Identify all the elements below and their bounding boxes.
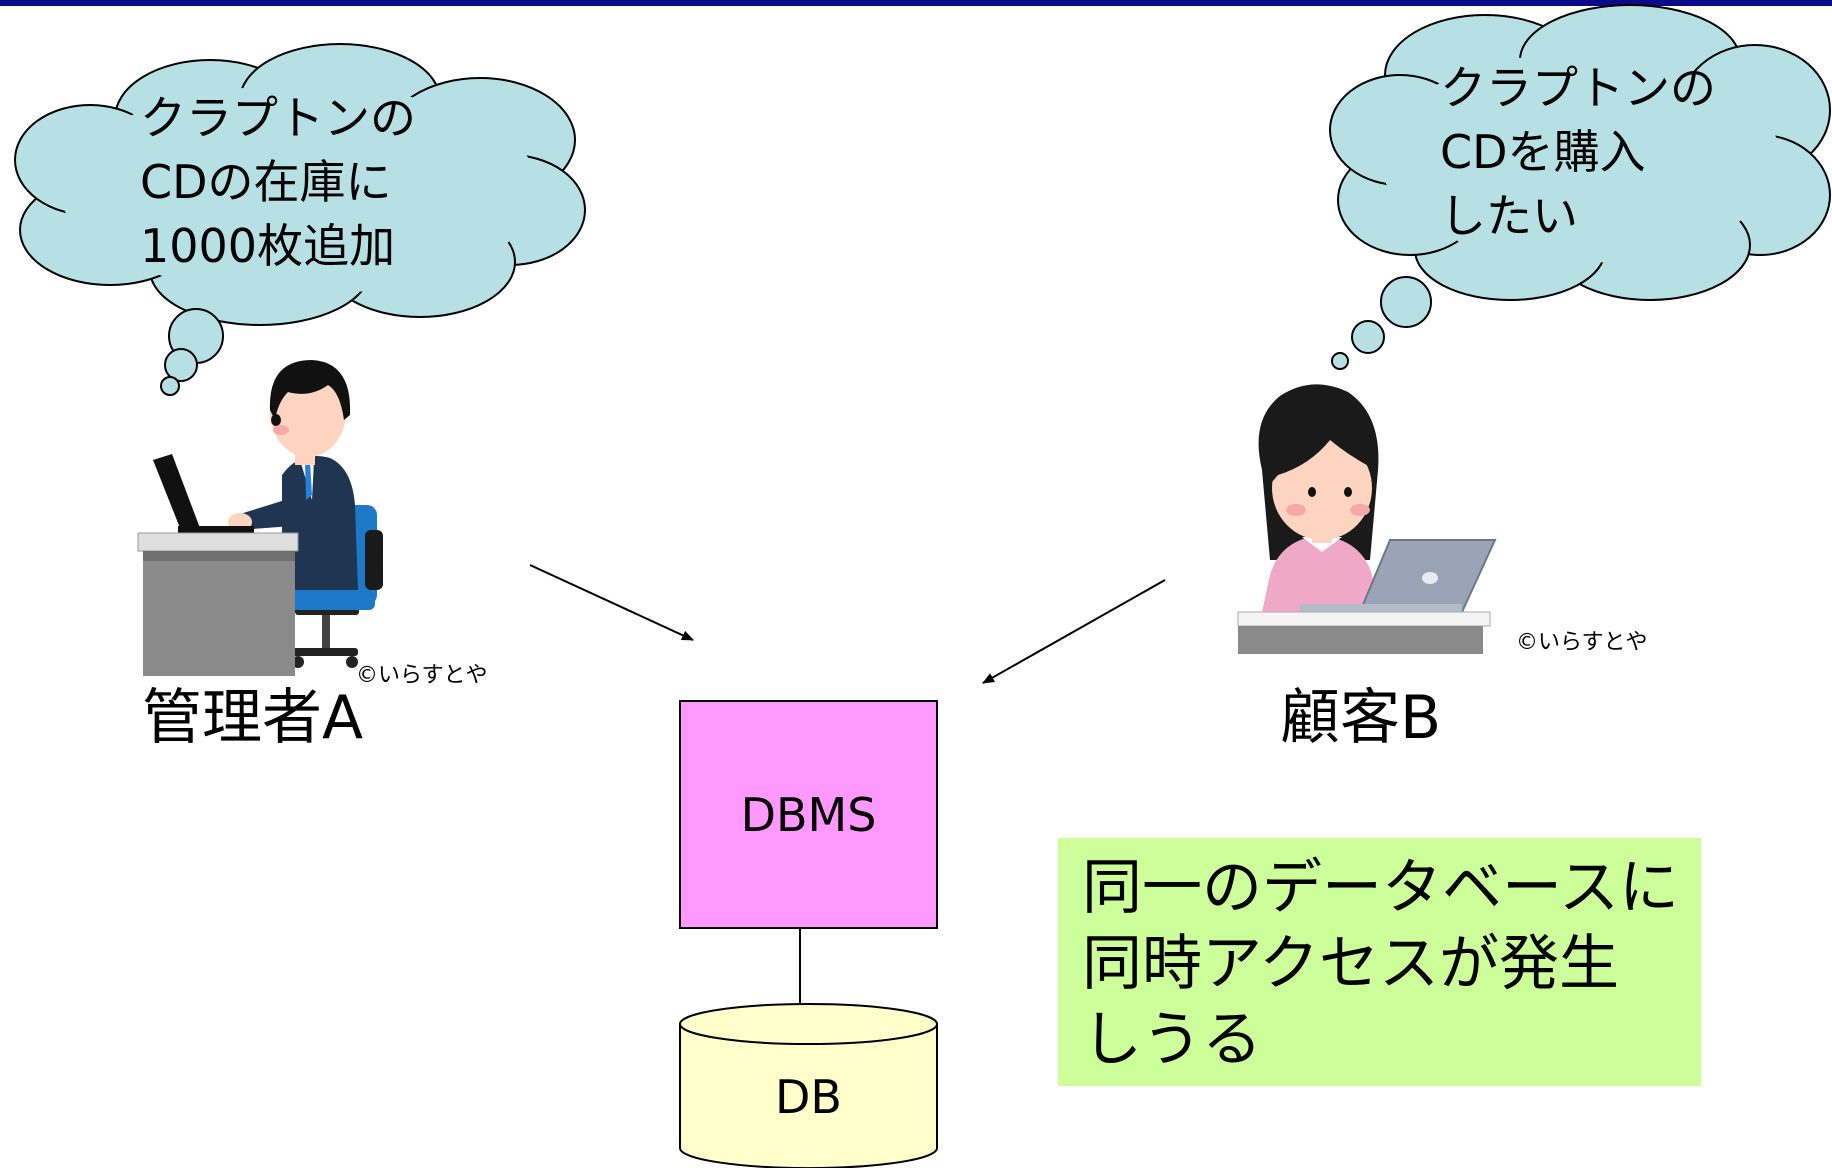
note-line-3: しうる: [1082, 1005, 1262, 1075]
thought-admin-line-2: CDの在庫に: [140, 155, 392, 209]
dbms-box: [679, 700, 938, 929]
customer-label: 顧客B: [1280, 683, 1442, 753]
thought-customer-line-2: CDを購入: [1440, 125, 1646, 179]
thought-bubble-customer: [1329, 4, 1831, 370]
customer-with-laptop-illustration: [1237, 384, 1497, 654]
thought-customer-line-3: したい: [1440, 189, 1578, 243]
thought-customer-text: クラプトンの CDを購入 したい: [1440, 56, 1716, 248]
db-label: DB: [775, 1070, 842, 1124]
concurrent-access-note: 同一のデータベースに 同時アクセスが発生 しうる: [1058, 838, 1701, 1086]
db-cylinder: [679, 1003, 938, 1168]
arrow-customer-to-dbms: [982, 579, 1166, 684]
admin-label: 管理者A: [142, 683, 364, 753]
dbms-label: DBMS: [740, 788, 877, 842]
note-line-1: 同一のデータベースに: [1082, 853, 1679, 923]
thought-customer-line-1: クラプトンの: [1440, 61, 1716, 115]
arrow-admin-to-dbms: [529, 564, 694, 641]
top-bar: [0, 0, 1832, 6]
note-line-2: 同時アクセスが発生: [1082, 929, 1619, 999]
illustration-credit-customer: ©いらすとや: [1516, 630, 1648, 655]
thought-admin-line-1: クラプトンの: [140, 91, 416, 145]
thought-admin-text: クラプトンの CDの在庫に 1000枚追加: [140, 86, 416, 278]
illustration-credit-admin: ©いらすとや: [356, 663, 488, 688]
thought-admin-line-3: 1000枚追加: [140, 219, 396, 273]
thought-bubble-admin: [14, 43, 586, 396]
admin-at-desk-illustration: [137, 360, 383, 676]
